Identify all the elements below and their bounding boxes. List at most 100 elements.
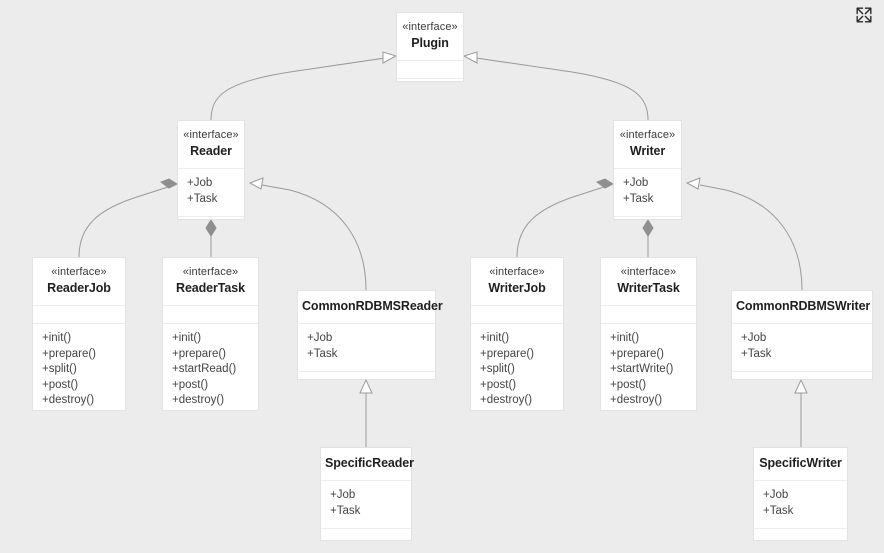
uml-class-header-writer: «interface» Writer	[614, 121, 681, 169]
uml-attributes-writertask	[601, 306, 696, 324]
edge-commonrdbmswriter-to-writer	[685, 177, 803, 291]
uml-operations-writerjob: +init() +prepare() +split() +post() +destroy…	[471, 324, 563, 418]
uml-operations-commonrdbmsreader	[298, 372, 435, 390]
uml-class-header-commonrdbmsreader: CommonRDBMSReader	[298, 291, 443, 324]
uml-class-readertask[interactable]: «interface» ReaderTask +init() +prepare() +s…	[162, 257, 259, 411]
uml-operations-reader	[178, 217, 244, 235]
uml-attributes-specificwriter: +Job +Task	[754, 481, 847, 529]
uml-class-name-commonrdbmsreader: CommonRDBMSReader	[302, 299, 443, 313]
uml-class-name-specificreader: SpecificReader	[325, 456, 414, 470]
uml-class-header-writertask: «interface»WriterTask	[601, 258, 696, 306]
uml-stereotype-writerjob: «interface»	[489, 266, 545, 278]
uml-operation-row: +post()	[172, 378, 209, 391]
uml-class-plugin[interactable]: «interface»Plugin	[396, 12, 464, 82]
uml-class-commonrdbmsreader[interactable]: CommonRDBMSReader +Job+Task	[297, 290, 443, 380]
uml-class-name-commonrdbmswriter: CommonRDBMSWriter	[736, 299, 871, 313]
uml-operation-row: +destroy()	[42, 394, 95, 406]
uml-class-specificreader[interactable]: SpecificReader +Job +Task	[320, 447, 414, 541]
uml-operation-row: +destroy()	[172, 394, 225, 406]
uml-attribute-row: +Task	[330, 504, 361, 517]
uml-attribute-row: +Job	[763, 489, 789, 501]
uml-operation-row: +destroy()	[480, 394, 533, 406]
uml-class-header-commonrdbmswriter: CommonRDBMSWriter	[732, 291, 872, 324]
edge-writer-to-plugin	[462, 51, 649, 121]
uml-operation-row: +startRead()	[172, 363, 237, 375]
uml-operation-row: +prepare()	[480, 347, 535, 360]
uml-stereotype-readerjob: «interface»	[51, 266, 107, 278]
uml-operation-row: +init()	[480, 332, 510, 344]
edge-specificwriter-to-commonrdbmswriter	[794, 378, 808, 447]
uml-operations-commonrdbmswriter	[732, 372, 872, 390]
uml-attributes-writer: +Job +Task	[614, 169, 681, 217]
uml-operations-readertask: +init() +prepare() +startRead() +post() +des…	[163, 324, 258, 418]
uml-attribute-row: +Job	[330, 489, 356, 501]
uml-class-name-reader: Reader	[190, 144, 232, 158]
uml-class-name-writerjob: WriterJob	[488, 281, 546, 295]
uml-class-header-specificwriter: SpecificWriter	[754, 448, 847, 481]
uml-attribute-row: +Job	[187, 177, 213, 189]
uml-class-readerjob[interactable]: «interface» ReaderJob +init() +prepare() +sp…	[32, 257, 126, 411]
uml-attributes-readerjob	[33, 306, 125, 324]
uml-class-specificwriter[interactable]: SpecificWriter +Job +Task	[753, 447, 848, 541]
uml-attribute-row: +Job	[741, 332, 767, 344]
uml-stereotype-reader: «interface»	[183, 129, 239, 141]
uml-class-name-specificwriter: SpecificWriter	[759, 456, 842, 470]
uml-attribute-row: +Task	[763, 504, 794, 517]
uml-class-name-writer: Writer	[629, 144, 666, 158]
uml-attribute-row: +Task	[623, 192, 654, 205]
uml-operations-readerjob: +init() +prepare() +split() +post() +destroy…	[33, 324, 125, 418]
uml-operations-writertask: +init() +prepare() +startWrite() +post() +de…	[601, 324, 696, 418]
uml-attribute-row: +Task	[187, 192, 218, 205]
uml-operation-row: +startWrite()	[610, 363, 674, 375]
uml-operation-row: +prepare()	[610, 347, 665, 360]
uml-attribute-row: +Task	[307, 347, 338, 360]
uml-attributes-writerjob	[471, 306, 563, 324]
uml-class-header-writerjob: «interface» WriterJob	[471, 258, 563, 306]
edge-commonrdbmsreader-to-reader	[248, 177, 367, 291]
uml-class-header-plugin: «interface»Plugin	[397, 13, 463, 61]
uml-stereotype-readertask: «interface»	[182, 266, 239, 278]
uml-operation-row: +split()	[480, 363, 515, 375]
uml-attributes-commonrdbmsreader: +Job+Task	[298, 324, 435, 372]
uml-class-commonrdbmswriter[interactable]: CommonRDBMSWriter +Job +Task	[731, 290, 873, 380]
uml-operation-row: +post()	[42, 378, 79, 391]
uml-operation-row: +init()	[42, 332, 72, 344]
uml-operations-plugin	[397, 79, 463, 97]
uml-operation-row: +split()	[42, 363, 77, 375]
uml-attribute-row: +Task	[741, 347, 772, 360]
uml-operation-row: +destroy()	[610, 394, 663, 406]
uml-attributes-reader: +Job +Task	[178, 169, 244, 217]
uml-operations-specificreader	[321, 529, 411, 547]
uml-class-name-readertask: ReaderTask	[176, 281, 245, 295]
uml-attributes-readertask	[163, 306, 258, 324]
uml-class-header-readertask: «interface» ReaderTask	[163, 258, 258, 306]
uml-operation-row: +prepare()	[172, 347, 227, 360]
edge-reader-to-plugin	[210, 51, 398, 121]
uml-operation-row: +prepare()	[42, 347, 97, 360]
fullscreen-expand-icon[interactable]	[854, 5, 874, 25]
uml-class-header-specificreader: SpecificReader	[321, 448, 414, 481]
uml-operation-row: +init()	[610, 332, 640, 344]
uml-attributes-specificreader: +Job +Task	[321, 481, 411, 529]
uml-class-reader[interactable]: «interface» Reader +Job +Task	[177, 120, 245, 220]
edge-readerjob-to-reader	[78, 178, 179, 258]
uml-class-header-reader: «interface» Reader	[178, 121, 244, 169]
uml-stereotype-writer: «interface»	[619, 129, 676, 141]
uml-class-name-readerjob: ReaderJob	[47, 281, 111, 295]
uml-operation-row: +post()	[480, 378, 517, 391]
uml-stereotype-plugin: «interface»	[402, 21, 458, 33]
uml-class-writerjob[interactable]: «interface» WriterJob +init() +prepare() +sp…	[470, 257, 564, 411]
edge-writerjob-to-writer	[516, 178, 615, 258]
uml-operation-row: +post()	[610, 378, 647, 391]
uml-class-name-writertask: WriterTask	[617, 281, 680, 295]
uml-attributes-commonrdbmswriter: +Job +Task	[732, 324, 872, 372]
uml-operations-specificwriter	[754, 529, 847, 547]
uml-attribute-row: +Job	[623, 177, 649, 189]
uml-class-writertask[interactable]: «interface»WriterTask +init() +prepare() +s…	[600, 257, 697, 411]
uml-class-writer[interactable]: «interface» Writer +Job +Task	[613, 120, 682, 220]
uml-class-header-readerjob: «interface» ReaderJob	[33, 258, 125, 306]
uml-operation-row: +init()	[172, 332, 202, 344]
uml-attributes-plugin	[397, 61, 463, 79]
edge-specificreader-to-commonrdbmsreader	[359, 378, 373, 447]
